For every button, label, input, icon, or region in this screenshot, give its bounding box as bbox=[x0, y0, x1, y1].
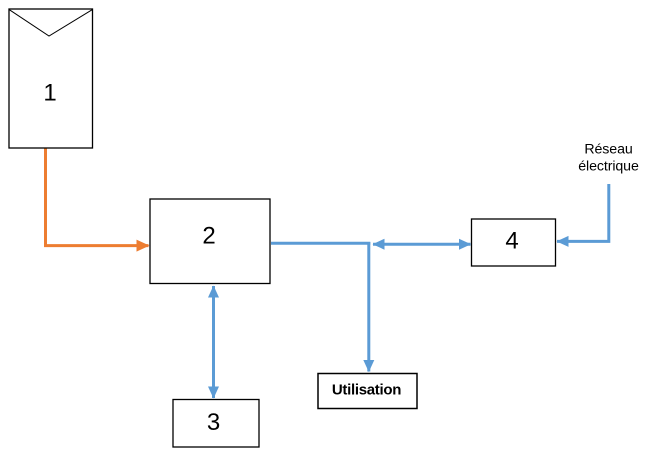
edge-panel-to-inverter bbox=[44, 148, 150, 252]
node-battery-box bbox=[172, 398, 260, 448]
node-panel-box bbox=[8, 8, 94, 149]
panel-v-symbol bbox=[9, 9, 93, 37]
node-inverter-label: 2 bbox=[202, 223, 215, 250]
grid-label-line1: Réseau bbox=[584, 141, 632, 157]
edge-grid-to-grid-box bbox=[556, 184, 611, 247]
node-grid-box bbox=[470, 218, 557, 267]
node-grid-box-label: 4 bbox=[505, 228, 518, 255]
grid-label-line2: électrique bbox=[578, 159, 639, 175]
node-inverter-box bbox=[149, 198, 271, 285]
node-utilisation-box bbox=[317, 372, 418, 410]
node-utilisation-label: Utilisation bbox=[332, 382, 401, 399]
node-panel-label: 1 bbox=[43, 80, 56, 107]
node-battery-label: 3 bbox=[207, 409, 220, 436]
